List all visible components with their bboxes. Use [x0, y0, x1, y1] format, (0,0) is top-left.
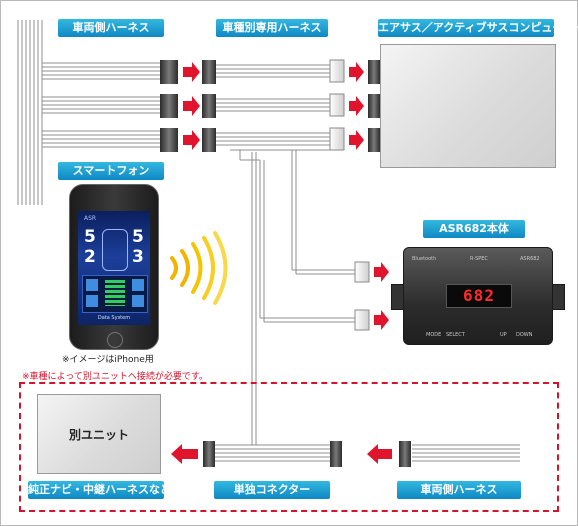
bluetooth-waves	[170, 231, 228, 305]
level-bars-icon	[105, 280, 125, 306]
separate-unit-text: 別ユニット	[68, 427, 129, 442]
vehicle-harness-label: 車両側ハーネス	[58, 19, 164, 37]
asr-model: ASR682	[520, 256, 540, 262]
asr-select-button[interactable]: SELECT	[446, 332, 465, 338]
aftermarket-navi-label: 純正ナビ・中継ハーネスなど	[28, 481, 171, 499]
height-rear-right: 3	[132, 247, 144, 267]
phone-screen: ASR 5 5 2 3 Data System	[78, 211, 150, 325]
height-rear-left: 2	[84, 247, 96, 267]
up-button-icon[interactable]	[86, 279, 98, 291]
iphone-image-note: ※イメージはiPhone用	[62, 355, 154, 365]
down-button-right-icon[interactable]	[132, 295, 144, 307]
smartphone: ASR 5 5 2 3 Data System	[69, 184, 159, 350]
arrows-middle	[349, 62, 364, 150]
specific-harness-plugs	[329, 59, 370, 331]
specific-harness-wires	[216, 64, 355, 445]
asr-logo: R-SPEC	[470, 256, 488, 262]
air-suspension-computer	[380, 44, 556, 168]
asr-brand: Bluetooth	[412, 256, 437, 262]
control-panel	[82, 275, 148, 313]
phone-footer-text: Data System	[97, 315, 131, 321]
asr-unit-label: ASR682本体	[423, 220, 525, 238]
air-suspension-computer-label: エアサス／アクティブサスコンピューター	[378, 19, 578, 37]
computer-connectors	[368, 60, 380, 152]
asr-display: 682	[446, 284, 512, 308]
height-front-left: 5	[84, 227, 96, 247]
arrows-bottom	[171, 444, 392, 464]
vehicle-harness-bundle	[17, 20, 160, 205]
home-button-icon	[107, 332, 123, 348]
up-button-right-icon[interactable]	[132, 279, 144, 291]
separate-unit: 別ユニット	[37, 394, 161, 474]
specific-harness-connectors	[202, 60, 216, 152]
arrows-asr	[374, 262, 389, 330]
smartphone-label: スマートフォン	[58, 162, 164, 180]
height-front-right: 5	[132, 227, 144, 247]
asr-display-value: 682	[463, 286, 495, 305]
vehicle-specific-harness-label: 車種別専用ハーネス	[216, 19, 328, 37]
bottom-wires	[214, 444, 520, 462]
asr-up-button[interactable]: UP	[500, 332, 507, 338]
bottom-connectors	[203, 441, 411, 467]
app-logo: ASR	[84, 215, 97, 222]
car-outline-icon	[102, 229, 128, 271]
vehicle-connectors	[160, 60, 178, 152]
asr-mode-button[interactable]: MODE	[426, 332, 442, 338]
asr-unit: Bluetooth R-SPEC ASR682 682 MODE SELECT …	[403, 247, 553, 345]
single-connector-label: 単独コネクター	[214, 481, 330, 499]
optional-unit-area	[19, 382, 559, 512]
separate-unit-note: ※車種によって別ユニットへ接続が必要です。	[22, 372, 208, 382]
down-button-icon[interactable]	[86, 295, 98, 307]
arrows-left	[183, 62, 200, 150]
asr-down-button[interactable]: DOWN	[516, 332, 533, 338]
vehicle-harness-bottom-label: 車両側ハーネス	[397, 481, 521, 499]
